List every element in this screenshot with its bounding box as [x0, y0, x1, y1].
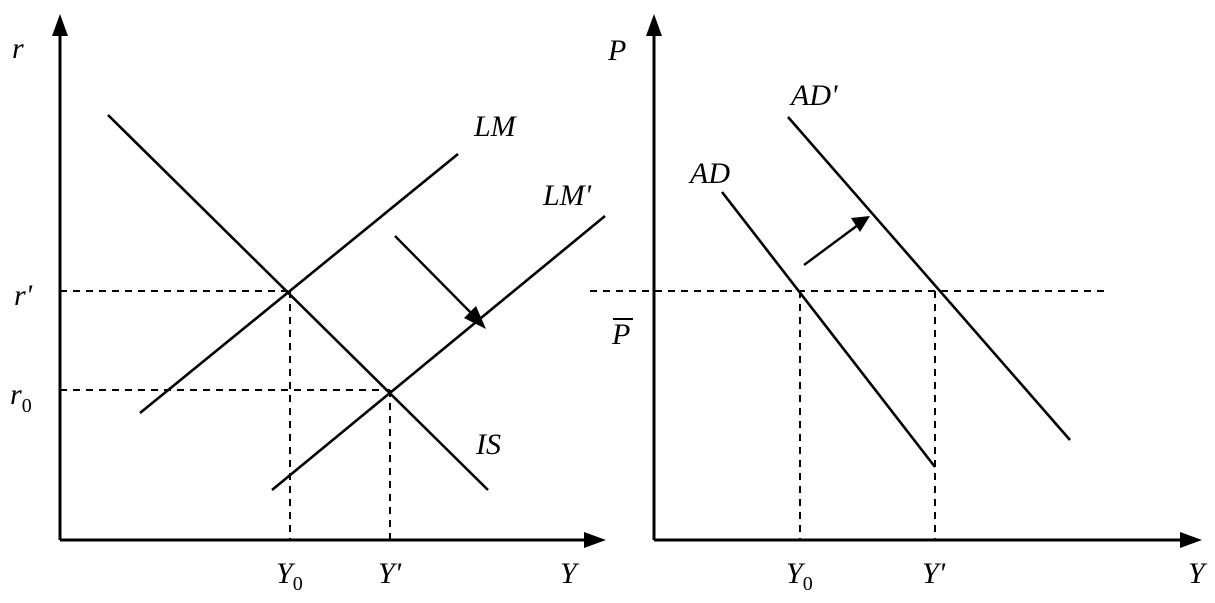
r0-tick-label: r0 — [10, 378, 32, 417]
left-y-axis-arrowhead — [52, 14, 68, 36]
ad-shifted-label: AD' — [789, 79, 838, 112]
y0-tick-base-right: Y — [786, 557, 806, 590]
ad-shift-arrowhead — [851, 216, 870, 232]
lm-shift-arrow — [394, 235, 477, 319]
lm-shifted-label: LM' — [542, 179, 592, 212]
is-curve — [107, 114, 489, 491]
lm-shift-arrowhead — [464, 306, 486, 329]
y0-tick-label-left: Y0 — [276, 557, 303, 595]
p-bar-tick-label: P — [611, 318, 630, 351]
is-label: IS — [475, 428, 501, 461]
right-y-axis-label: P — [607, 34, 626, 67]
lm-curve — [139, 152, 459, 415]
y-prime-tick-label-right: Y' — [922, 557, 946, 590]
lm-shifted-curve — [271, 214, 606, 492]
left-x-axis-label: Y — [560, 557, 580, 590]
ad-curve — [720, 191, 937, 468]
y0-tick-base-left: Y — [276, 557, 296, 590]
right-x-axis-arrowhead — [1180, 532, 1202, 548]
ad-label: AD — [688, 157, 730, 190]
y0-tick-label-right: Y0 — [786, 557, 813, 595]
right-y-axis-arrowhead — [646, 14, 662, 36]
y0-tick-subscript-right: 0 — [803, 573, 813, 595]
ad-shifted-curve — [787, 116, 1071, 441]
left-x-axis-arrowhead — [584, 532, 606, 548]
lm-label: LM — [473, 110, 518, 143]
ad-shift-arrow — [803, 224, 859, 266]
left-panel-is-lm: r Y LM LM' IS r' r0 Y0 Y' — [10, 14, 606, 595]
r0-tick-subscript: 0 — [22, 395, 32, 417]
y-prime-tick-label-left: Y' — [378, 557, 402, 590]
left-y-axis-label: r — [12, 32, 24, 65]
r-prime-tick-label: r' — [14, 279, 33, 312]
r0-tick-base: r — [10, 378, 22, 411]
right-x-axis-label: Y — [1188, 557, 1208, 590]
right-panel-ad: P Y AD AD' P Y0 Y' — [590, 14, 1208, 595]
y0-tick-subscript-left: 0 — [293, 573, 303, 595]
